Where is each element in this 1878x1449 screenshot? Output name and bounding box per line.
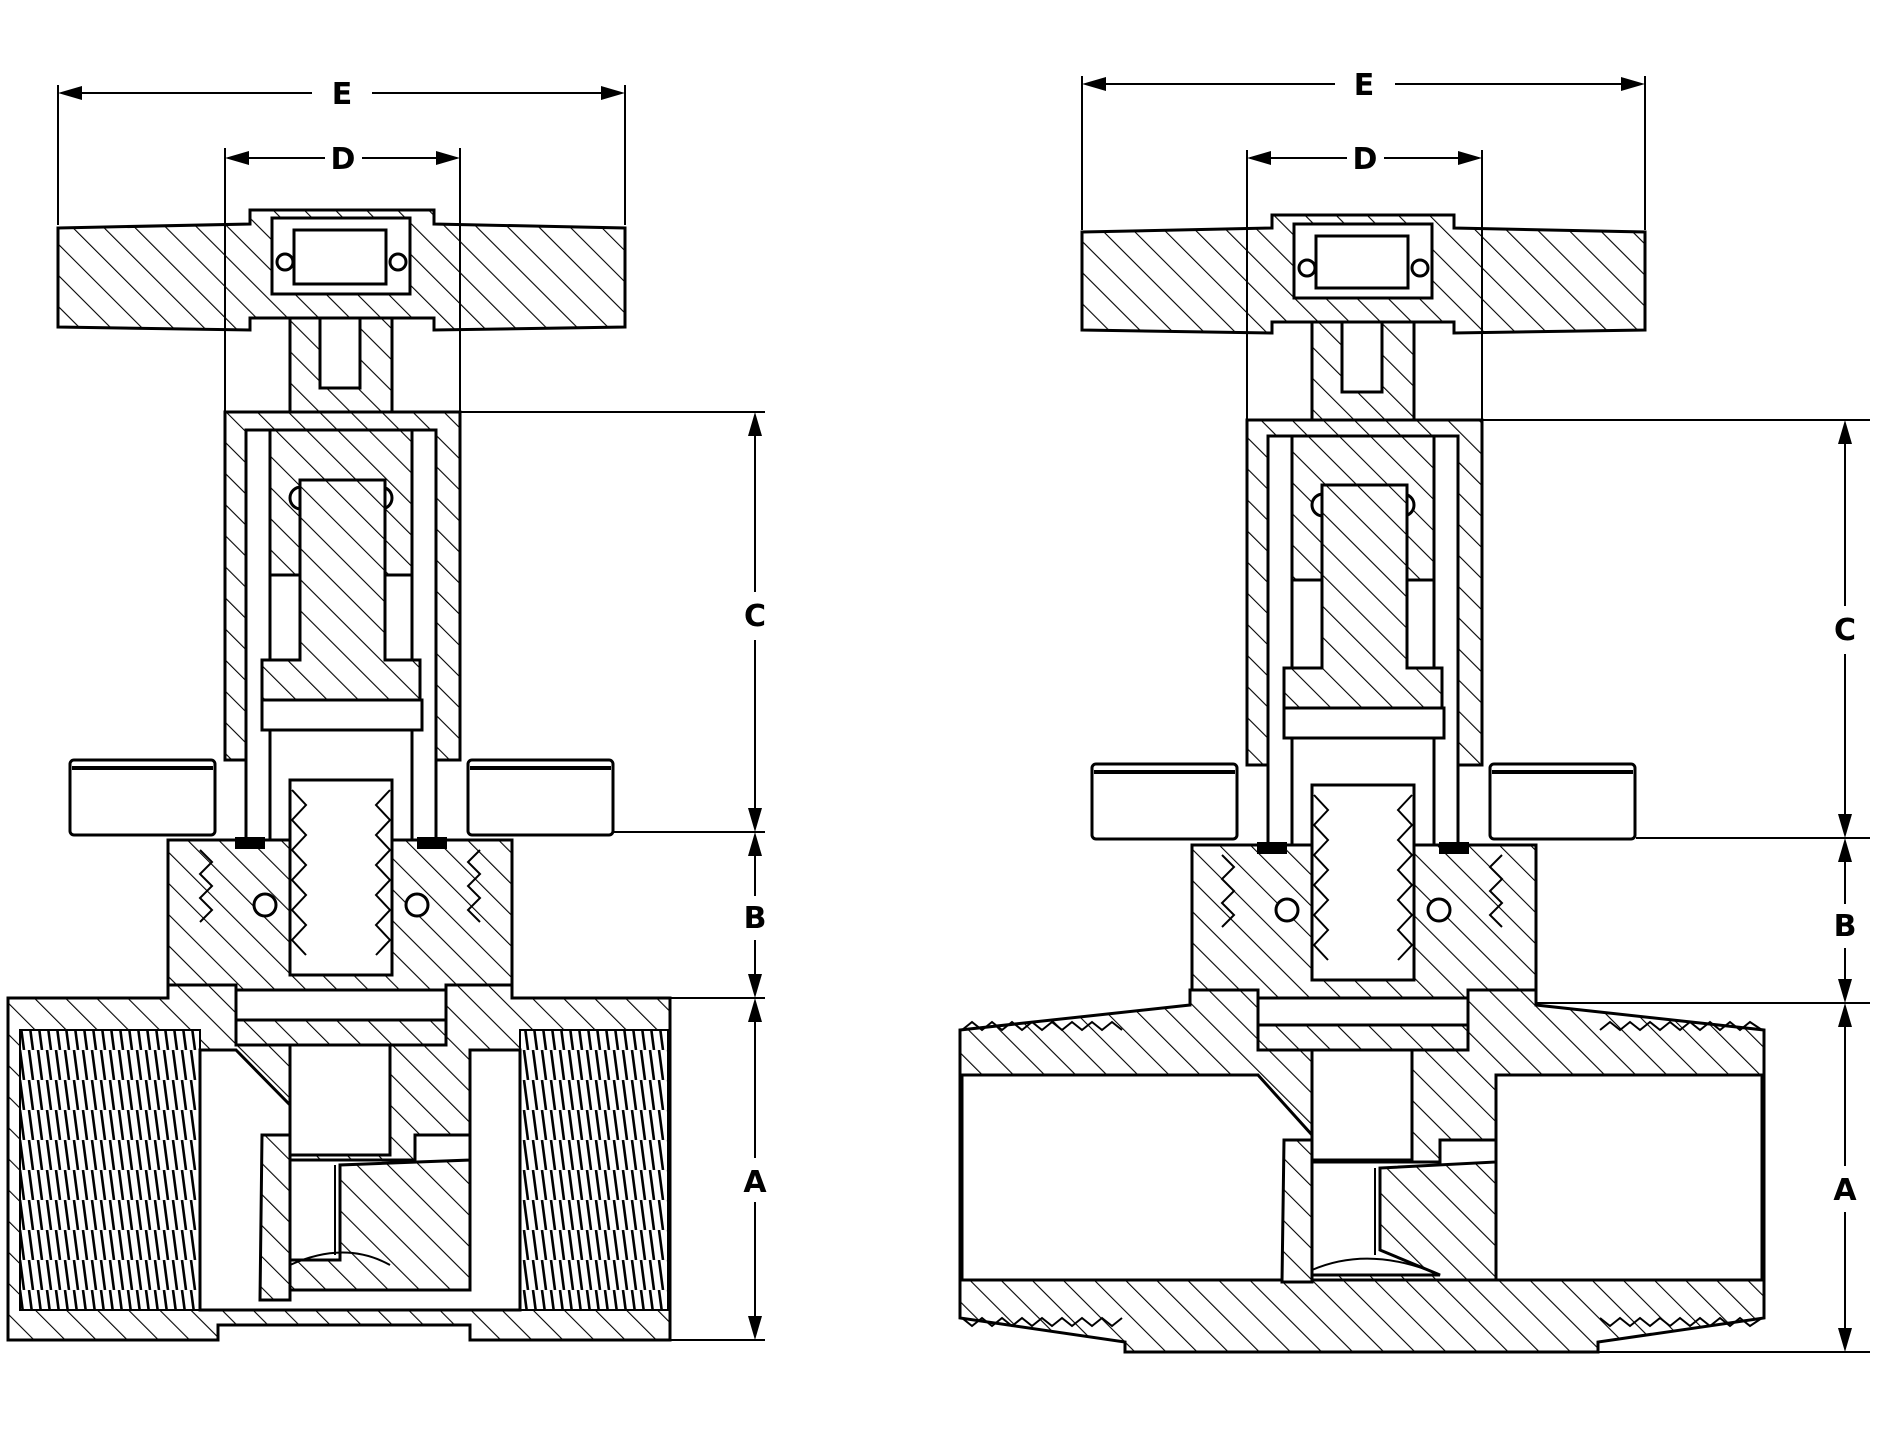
left-valve-view bbox=[6, 208, 672, 1342]
left-dim-d-label: D bbox=[331, 142, 356, 177]
right-dim-c-label: C bbox=[1834, 613, 1856, 648]
left-disc bbox=[288, 1043, 392, 1157]
right-panel-nut bbox=[1090, 762, 1239, 841]
left-dimensions: E D C B A bbox=[57, 77, 767, 1341]
left-seat bbox=[234, 1018, 448, 1047]
left-dim-e-label: E bbox=[332, 77, 353, 112]
left-inlet-thread bbox=[19, 1029, 201, 1311]
right-panel-nut-right bbox=[1488, 762, 1637, 841]
right-dimensions: E D C B A bbox=[1081, 68, 1870, 1353]
left-dim-a-label: A bbox=[743, 1165, 767, 1200]
left-panel-nut bbox=[68, 758, 217, 837]
left-dim-c-label: C bbox=[744, 599, 766, 634]
right-dim-b-label: B bbox=[1834, 909, 1857, 944]
left-dim-b-label: B bbox=[744, 901, 767, 936]
right-dim-d-label: D bbox=[1353, 142, 1378, 177]
left-outlet-thread bbox=[519, 1029, 669, 1311]
right-dim-a-label: A bbox=[1833, 1173, 1857, 1208]
left-panel-nut-right bbox=[466, 758, 615, 837]
right-valve-view bbox=[958, 213, 1766, 1354]
right-dim-e-label: E bbox=[1354, 68, 1375, 103]
right-inlet-thread bbox=[961, 1020, 1123, 1032]
right-disc bbox=[1310, 1048, 1414, 1162]
right-seat bbox=[1256, 1023, 1470, 1052]
right-outlet-thread bbox=[1599, 1020, 1763, 1032]
